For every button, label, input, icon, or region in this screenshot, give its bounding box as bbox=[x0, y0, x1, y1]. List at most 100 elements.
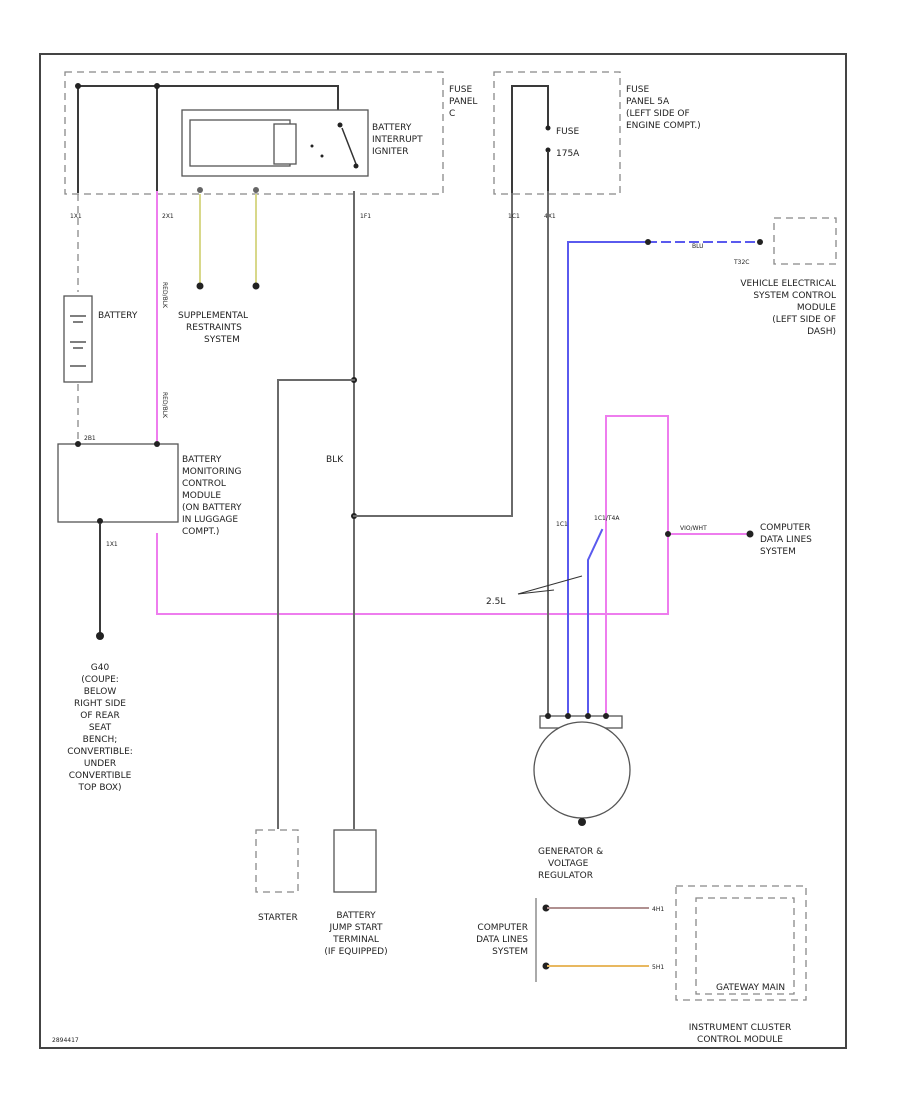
bmcm-line-6: IN LUGGAGE bbox=[182, 515, 238, 525]
svg-text:GENERATOR &: GENERATOR & bbox=[538, 847, 603, 857]
vems-pin: T32C bbox=[733, 259, 750, 266]
bmcm-pin: 2B1 bbox=[84, 435, 96, 442]
wire-label-red-1: RED/BLK bbox=[161, 282, 168, 309]
splice-pin: 1C1 bbox=[556, 521, 568, 528]
bmcm bbox=[57, 441, 179, 524]
splice-label: 2.5L bbox=[486, 597, 505, 607]
lower-pin-2: 5H1 bbox=[652, 964, 664, 971]
svg-text:CONVERTIBLE:: CONVERTIBLE: bbox=[67, 747, 133, 757]
svg-text:SYSTEM: SYSTEM bbox=[204, 335, 240, 345]
jump-start-box bbox=[333, 829, 377, 893]
bmcm-box bbox=[57, 443, 179, 523]
lower-pin-1: 4H1 bbox=[652, 906, 664, 913]
diagram-code: 2894417 bbox=[52, 1037, 79, 1044]
svg-text:DATA LINES: DATA LINES bbox=[760, 535, 812, 545]
fuse-panel-c-title-3: C bbox=[449, 109, 455, 119]
fuse-panel-c-title-2: PANEL bbox=[449, 97, 477, 107]
generator-label: GENERATOR & VOLTAGE REGULATOR bbox=[538, 847, 603, 881]
srs-wires bbox=[196, 187, 260, 290]
generator bbox=[533, 713, 631, 826]
svg-text:TOP BOX): TOP BOX) bbox=[77, 783, 121, 793]
bmcm-line-7: COMPT.) bbox=[182, 527, 219, 537]
svg-text:SYSTEM: SYSTEM bbox=[492, 947, 528, 957]
svg-text:MODULE: MODULE bbox=[182, 491, 221, 501]
fuse-panel-a-title-2: PANEL 5A bbox=[626, 97, 670, 107]
fuse-panel-c-title-1: FUSE bbox=[449, 85, 472, 95]
svg-text:DATA LINES: DATA LINES bbox=[476, 935, 528, 945]
battery-interrupt-line-3: IGNITER bbox=[372, 147, 408, 157]
svg-text:IN LUGGAGE: IN LUGGAGE bbox=[182, 515, 238, 525]
srs-line-3: SYSTEM bbox=[204, 335, 240, 345]
battery-interrupt-line-1: BATTERY bbox=[372, 123, 412, 133]
svg-text:INSTRUMENT CLUSTER: INSTRUMENT CLUSTER bbox=[689, 1023, 792, 1033]
fuse-link-wire bbox=[353, 193, 513, 517]
svg-text:MODULE: MODULE bbox=[797, 303, 836, 313]
fuse-rating: 175A bbox=[556, 149, 580, 159]
sense-wire bbox=[587, 528, 604, 715]
ground-location-text: G40 (COUPE: BELOW RIGHT SIDE OF REAR SEA… bbox=[67, 663, 133, 793]
svg-text:OF REAR: OF REAR bbox=[80, 711, 119, 721]
svg-text:VOLTAGE: VOLTAGE bbox=[548, 859, 589, 869]
svg-text:SUPPLEMENTAL: SUPPLEMENTAL bbox=[178, 311, 248, 321]
svg-text:RESTRAINTS: RESTRAINTS bbox=[186, 323, 242, 333]
svg-text:C: C bbox=[449, 109, 455, 119]
svg-text:COMPT.): COMPT.) bbox=[182, 527, 219, 537]
bmcm-line-5: (ON BATTERY bbox=[182, 503, 242, 513]
svg-text:PANEL: PANEL bbox=[449, 97, 477, 107]
svg-text:ENGINE COMPT.): ENGINE COMPT.) bbox=[626, 121, 701, 131]
starter-label: STARTER bbox=[258, 913, 298, 923]
diagram-frame bbox=[39, 53, 847, 1049]
svg-text:G40: G40 bbox=[91, 663, 110, 673]
srs-line-1: SUPPLEMENTAL bbox=[178, 311, 248, 321]
svg-text:TERMINAL: TERMINAL bbox=[332, 935, 379, 945]
svg-text:BATTERY: BATTERY bbox=[336, 911, 376, 921]
svg-text:REGULATOR: REGULATOR bbox=[538, 871, 593, 881]
battery-symbol bbox=[63, 295, 93, 383]
srs-line-2: RESTRAINTS bbox=[186, 323, 242, 333]
fuse-panel-a-title-4: ENGINE COMPT.) bbox=[626, 121, 701, 131]
svg-text:BATTERY: BATTERY bbox=[372, 123, 412, 133]
bmcm-line-2: MONITORING bbox=[182, 467, 241, 477]
svg-text:SEAT: SEAT bbox=[89, 723, 112, 733]
svg-text:RIGHT SIDE: RIGHT SIDE bbox=[74, 699, 126, 709]
instrument-cluster-box bbox=[675, 885, 807, 1001]
svg-text:CONVERTIBLE: CONVERTIBLE bbox=[69, 771, 132, 781]
svg-text:BATTERY: BATTERY bbox=[182, 455, 222, 465]
gateway-label: GATEWAY MAIN bbox=[716, 983, 785, 993]
svg-text:(ON BATTERY: (ON BATTERY bbox=[182, 503, 242, 513]
lower-data-lines-label: COMPUTER DATA LINES SYSTEM bbox=[476, 923, 528, 957]
svg-text:COMPUTER: COMPUTER bbox=[477, 923, 528, 933]
svg-text:FUSE: FUSE bbox=[449, 85, 472, 95]
vems-box bbox=[773, 217, 837, 265]
bmcm-line-4: MODULE bbox=[182, 491, 221, 501]
fuse-panel-c: FUSE PANEL C BATTERY INTERRUPT IGNITER bbox=[64, 71, 477, 195]
svg-text:(LEFT SIDE OF: (LEFT SIDE OF bbox=[772, 315, 836, 325]
svg-text:CONTROL: CONTROL bbox=[182, 479, 226, 489]
jump-start-label: BATTERY JUMP START TERMINAL (IF EQUIPPED… bbox=[324, 911, 387, 957]
svg-text:(COUPE:: (COUPE: bbox=[81, 675, 119, 685]
lower-data-lines bbox=[535, 898, 649, 982]
generator-symbol bbox=[533, 721, 631, 819]
pin-1f1: 1F1 bbox=[360, 213, 371, 220]
svg-text:(IF EQUIPPED): (IF EQUIPPED) bbox=[324, 947, 387, 957]
svg-text:COMPUTER: COMPUTER bbox=[760, 523, 811, 533]
svg-text:BENCH;: BENCH; bbox=[83, 735, 118, 745]
fuse-panel-a-title-3: (LEFT SIDE OF bbox=[626, 109, 690, 119]
instrument-cluster-label: INSTRUMENT CLUSTER CONTROL MODULE bbox=[689, 1023, 792, 1045]
svg-text:CONTROL MODULE: CONTROL MODULE bbox=[697, 1035, 783, 1045]
svg-text:DASH): DASH) bbox=[807, 327, 836, 337]
wire-label-blk: BLK bbox=[326, 455, 344, 465]
pin-2x1: 2X1 bbox=[162, 213, 174, 220]
data-lines-label: COMPUTER DATA LINES SYSTEM bbox=[760, 523, 812, 557]
svg-text:PANEL 5A: PANEL 5A bbox=[626, 97, 670, 107]
svg-text:FUSE: FUSE bbox=[626, 85, 649, 95]
bmcm-line-3: CONTROL bbox=[182, 479, 226, 489]
wire-label-red-2: RED/BLK bbox=[161, 392, 168, 419]
starter-feed-wire bbox=[277, 379, 355, 829]
svg-text:SYSTEM: SYSTEM bbox=[760, 547, 796, 557]
data-line-wire-label: VIO/WHT bbox=[680, 525, 707, 532]
data-line-bus bbox=[156, 533, 669, 615]
battery-interrupt-line-2: INTERRUPT bbox=[372, 135, 423, 145]
splice-pin-2: 1C1/T4A bbox=[594, 515, 620, 522]
